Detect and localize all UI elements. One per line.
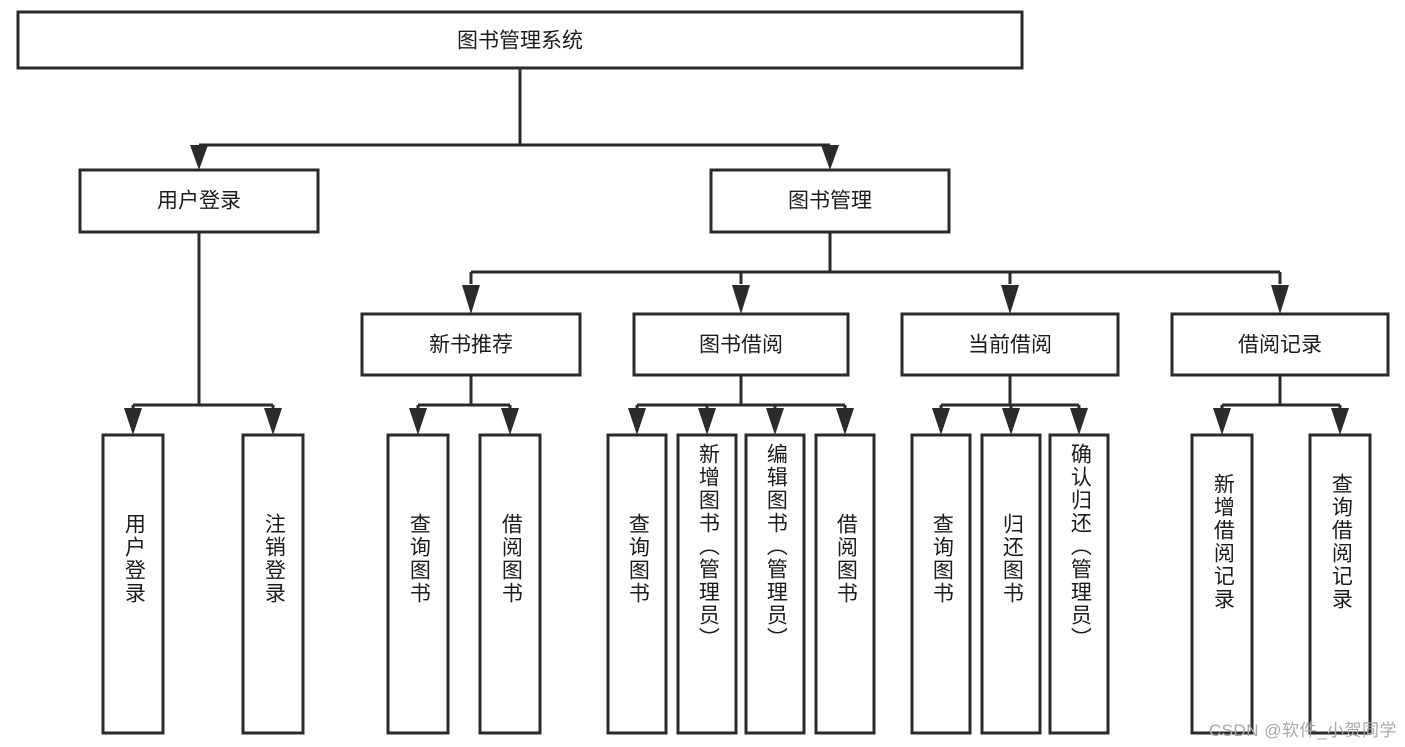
node-root-label: 图书管理系统 [457,30,583,53]
node-book-management[interactable]: 图书管理 [709,168,951,234]
watermark-text: CSDN @软件_小贺同学 [1208,721,1397,740]
arrowhead-leaf-borrow-book-2 [836,408,854,435]
node-current-borrow[interactable]: 当前借阅 [900,312,1120,377]
node-book-borrow-label: 图书借阅 [699,334,783,357]
leaf-box-query-book-3[interactable] [910,433,972,735]
node-root-box[interactable] [16,10,1024,70]
leaf-box-return-book[interactable] [980,433,1042,735]
leaf-box-borrow-book-2[interactable] [814,433,876,735]
node-current-borrow-label: 当前借阅 [968,334,1052,357]
node-borrow-records-label: 借阅记录 [1238,334,1322,357]
leaf-box-query-record[interactable] [1308,433,1372,735]
node-new-book-recommend[interactable]: 新书推荐 [360,312,582,377]
connector-root-to-bus [197,68,832,155]
leaf-box-user-logout[interactable] [241,433,305,735]
arrowhead-leaf-return-book [1002,408,1020,435]
arrowhead-leaf-query-book-1 [409,408,427,435]
arrowhead-current-borrow [1001,285,1019,314]
connector-currentborrow-bus [939,375,1081,412]
arrowhead-user-login [190,145,208,170]
leaf-box-layer [101,433,1372,735]
arrowhead-new-book-recommend [462,285,480,314]
connector-layer [124,68,1349,435]
connector-bookmgmt-bus [469,232,1282,284]
node-user-login-label: 用户登录 [157,190,241,213]
node-user-login-box[interactable] [78,168,320,234]
leaf-box-query-book-2[interactable] [606,433,668,735]
node-user-login[interactable]: 用户登录 [78,168,320,234]
node-borrow-records[interactable]: 借阅记录 [1170,312,1390,377]
arrowhead-book-borrow [732,285,750,314]
leaf-box-user-login[interactable] [101,433,165,735]
connector-borrowrecords-bus [1220,375,1342,412]
node-book-management-label: 图书管理 [788,190,872,213]
arrowhead-leaf-user-logout [264,408,282,435]
node-new-book-recommend-label: 新书推荐 [429,334,513,357]
leaf-box-add-book[interactable] [676,433,738,735]
node-book-management-box[interactable] [709,168,951,234]
arrowhead-leaf-query-book-3 [932,408,950,435]
arrowhead-leaf-user-login [124,408,142,435]
arrowhead-book-management [821,145,839,170]
leaf-box-add-record[interactable] [1190,433,1254,735]
leaf-box-query-book-1[interactable] [386,433,450,735]
leaf-box-confirm-return[interactable] [1048,433,1110,735]
arrowhead-borrow-records [1271,285,1289,314]
arrowhead-leaf-add-book [698,408,716,435]
arrowhead-leaf-edit-book [766,408,784,435]
node-book-borrow-box[interactable] [632,312,850,377]
arrowhead-leaf-query-record [1331,408,1349,435]
node-current-borrow-box[interactable] [900,312,1120,377]
leaf-box-edit-book[interactable] [744,433,806,735]
node-book-borrow[interactable]: 图书借阅 [632,312,850,377]
connector-bookborrow-bus [635,375,847,412]
arrowhead-leaf-borrow-book-1 [501,408,519,435]
leaf-box-borrow-book-1[interactable] [478,433,542,735]
connector-newbook-bus [416,375,512,412]
arrowhead-leaf-confirm-return [1070,408,1088,435]
node-root[interactable]: 图书管理系统 [16,10,1024,70]
node-new-book-recommend-box[interactable] [360,312,582,377]
arrowhead-leaf-query-book-2 [628,408,646,435]
connector-userlogin-bus [131,232,275,415]
node-borrow-records-box[interactable] [1170,312,1390,377]
arrowhead-leaf-add-record [1213,408,1231,435]
